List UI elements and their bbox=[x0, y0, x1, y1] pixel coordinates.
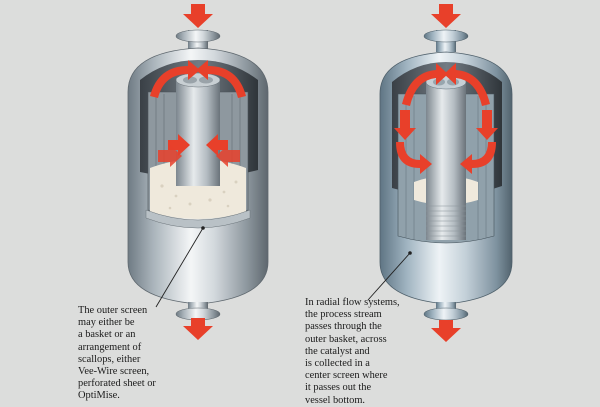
right-leader-line bbox=[367, 252, 411, 301]
left-leader-line bbox=[155, 227, 204, 308]
curved-arrow-icon bbox=[396, 142, 432, 174]
caption-line: a basket or an bbox=[78, 329, 136, 341]
caption-line: is collected in a bbox=[305, 358, 370, 370]
curved-arrow-icon bbox=[444, 63, 490, 106]
outer-screen-caption: The outer screen may either be a basket … bbox=[78, 305, 208, 403]
caption-line: outer basket, across bbox=[305, 333, 387, 345]
left-inlet-flange bbox=[175, 29, 221, 43]
caption-line: it passes out the bbox=[305, 382, 372, 394]
curved-arrow-icon bbox=[150, 60, 200, 98]
curved-arrow-icon bbox=[196, 60, 246, 98]
curved-arrow-icon bbox=[206, 134, 228, 156]
left-vessel bbox=[127, 4, 269, 340]
caption-line: may either be bbox=[78, 317, 135, 329]
caption-line: the catalyst and bbox=[305, 345, 370, 357]
curved-arrow-icon bbox=[158, 145, 182, 167]
left-catalyst-bed bbox=[150, 159, 246, 219]
caption-line: In radial flow systems, bbox=[305, 297, 400, 308]
radial-flow-caption: In radial flow systems, the process stre… bbox=[305, 297, 435, 407]
right-inlet-flange bbox=[423, 29, 469, 43]
curved-arrow-icon bbox=[460, 142, 496, 174]
caption-line: Vee-Wire screen, bbox=[78, 366, 150, 378]
caption-line: passes through the bbox=[305, 321, 382, 333]
down-arrow-icon bbox=[431, 320, 461, 342]
curved-arrow-icon bbox=[394, 110, 416, 140]
right-vessel bbox=[367, 4, 513, 342]
caption-line: the process stream bbox=[305, 309, 382, 321]
right-center-screen bbox=[426, 80, 466, 240]
down-arrow-icon bbox=[431, 4, 461, 28]
caption-line: The outer screen bbox=[78, 305, 148, 316]
caption-line: scallops, either bbox=[78, 353, 141, 365]
left-center-pipe bbox=[176, 78, 220, 186]
left-support-grid bbox=[145, 209, 251, 229]
curved-arrow-icon bbox=[216, 145, 240, 167]
left-center-pipe-top bbox=[175, 72, 221, 88]
curved-arrow-icon bbox=[476, 110, 498, 140]
left-flow-arrows bbox=[150, 60, 246, 167]
curved-arrow-icon bbox=[402, 63, 448, 106]
right-flow-arrows bbox=[394, 63, 498, 174]
caption-line: vessel bottom. bbox=[305, 394, 366, 406]
caption-line: perforated sheet or bbox=[78, 378, 156, 390]
caption-line: center screen where bbox=[305, 370, 388, 382]
right-center-screen-wires bbox=[426, 205, 466, 237]
caption-line: arrangement of bbox=[78, 341, 142, 353]
left-catalyst-texture bbox=[160, 180, 238, 210]
caption-line: OptiMise. bbox=[78, 390, 120, 402]
down-arrow-icon bbox=[183, 4, 213, 28]
curved-arrow-icon bbox=[168, 134, 190, 156]
down-arrow-icon bbox=[183, 318, 213, 340]
